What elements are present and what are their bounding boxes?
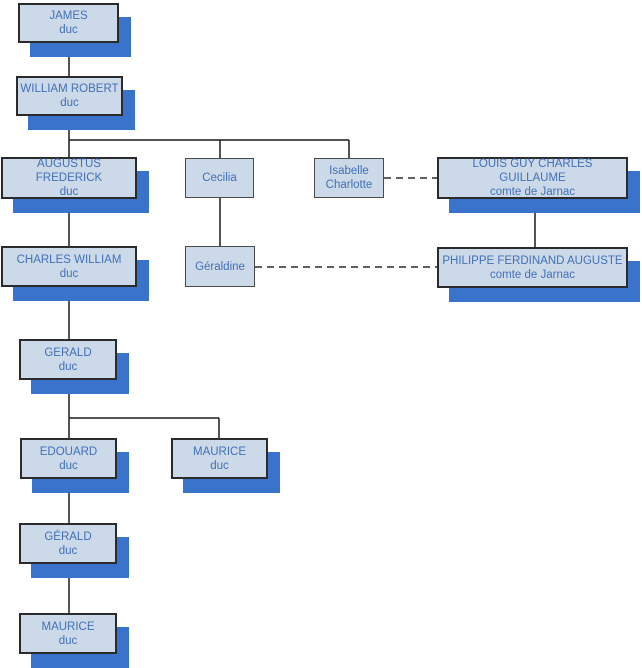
- person-title: comte de Jarnac: [489, 186, 575, 198]
- person-title: comte de Jarnac: [489, 268, 575, 281]
- person-name: MAURICE: [41, 620, 95, 633]
- person-title: duc: [58, 634, 78, 647]
- node-isabelle-charlotte[interactable]: Isabelle Charlotte: [314, 158, 384, 198]
- node-gerald-2[interactable]: GÉRALD duc: [19, 523, 117, 564]
- person-title: duc: [210, 459, 229, 472]
- person-title: duc: [58, 360, 78, 373]
- person-name: PHILIPPE FERDINAND AUGUSTE: [442, 254, 623, 267]
- person-title: duc: [58, 544, 78, 557]
- node-charles-william[interactable]: CHARLES WILLIAM duc: [1, 246, 137, 287]
- node-louis-guy-charles-guillaume[interactable]: LOUIS GUY CHARLES GUILLAUME comte de Jar…: [437, 157, 628, 199]
- person-name: WILLIAM ROBERT: [20, 83, 119, 95]
- person-title: duc: [59, 186, 79, 198]
- person-name: AUGUSTUS FREDERICK: [35, 158, 103, 184]
- person-name: Cecilia: [202, 172, 237, 184]
- person-title: duc: [60, 97, 79, 109]
- node-philippe-ferdinand-auguste[interactable]: PHILIPPE FERDINAND AUGUSTE comte de Jarn…: [437, 247, 628, 288]
- person-name: MAURICE: [192, 445, 247, 458]
- node-edouard[interactable]: EDOUARD duc: [20, 438, 117, 479]
- solid-connectors: [68, 43, 536, 613]
- person-name: EDOUARD: [39, 445, 98, 458]
- person-title: duc: [59, 24, 78, 36]
- person-name: LOUIS GUY CHARLES GUILLAUME: [472, 158, 593, 184]
- person-name: Isabelle Charlotte: [325, 165, 373, 191]
- node-maurice-1[interactable]: MAURICE duc: [171, 438, 268, 479]
- node-augustus-frederick[interactable]: AUGUSTUS FREDERICK duc: [1, 157, 137, 199]
- node-maurice-2[interactable]: MAURICE duc: [19, 613, 117, 654]
- person-name: CHARLES WILLIAM: [16, 253, 122, 266]
- person-title: duc: [59, 459, 78, 472]
- person-name: GERALD: [44, 346, 92, 359]
- node-james[interactable]: JAMES duc: [18, 3, 119, 43]
- person-title: duc: [59, 267, 79, 280]
- node-gerald[interactable]: GERALD duc: [19, 339, 117, 380]
- node-william-robert[interactable]: WILLIAM ROBERT duc: [16, 76, 123, 116]
- person-name: GÉRALD: [44, 530, 92, 543]
- person-name: Géraldine: [195, 260, 245, 273]
- node-geraldine[interactable]: Géraldine: [185, 246, 255, 287]
- node-cecilia[interactable]: Cecilia: [185, 158, 254, 198]
- person-name: JAMES: [49, 10, 88, 22]
